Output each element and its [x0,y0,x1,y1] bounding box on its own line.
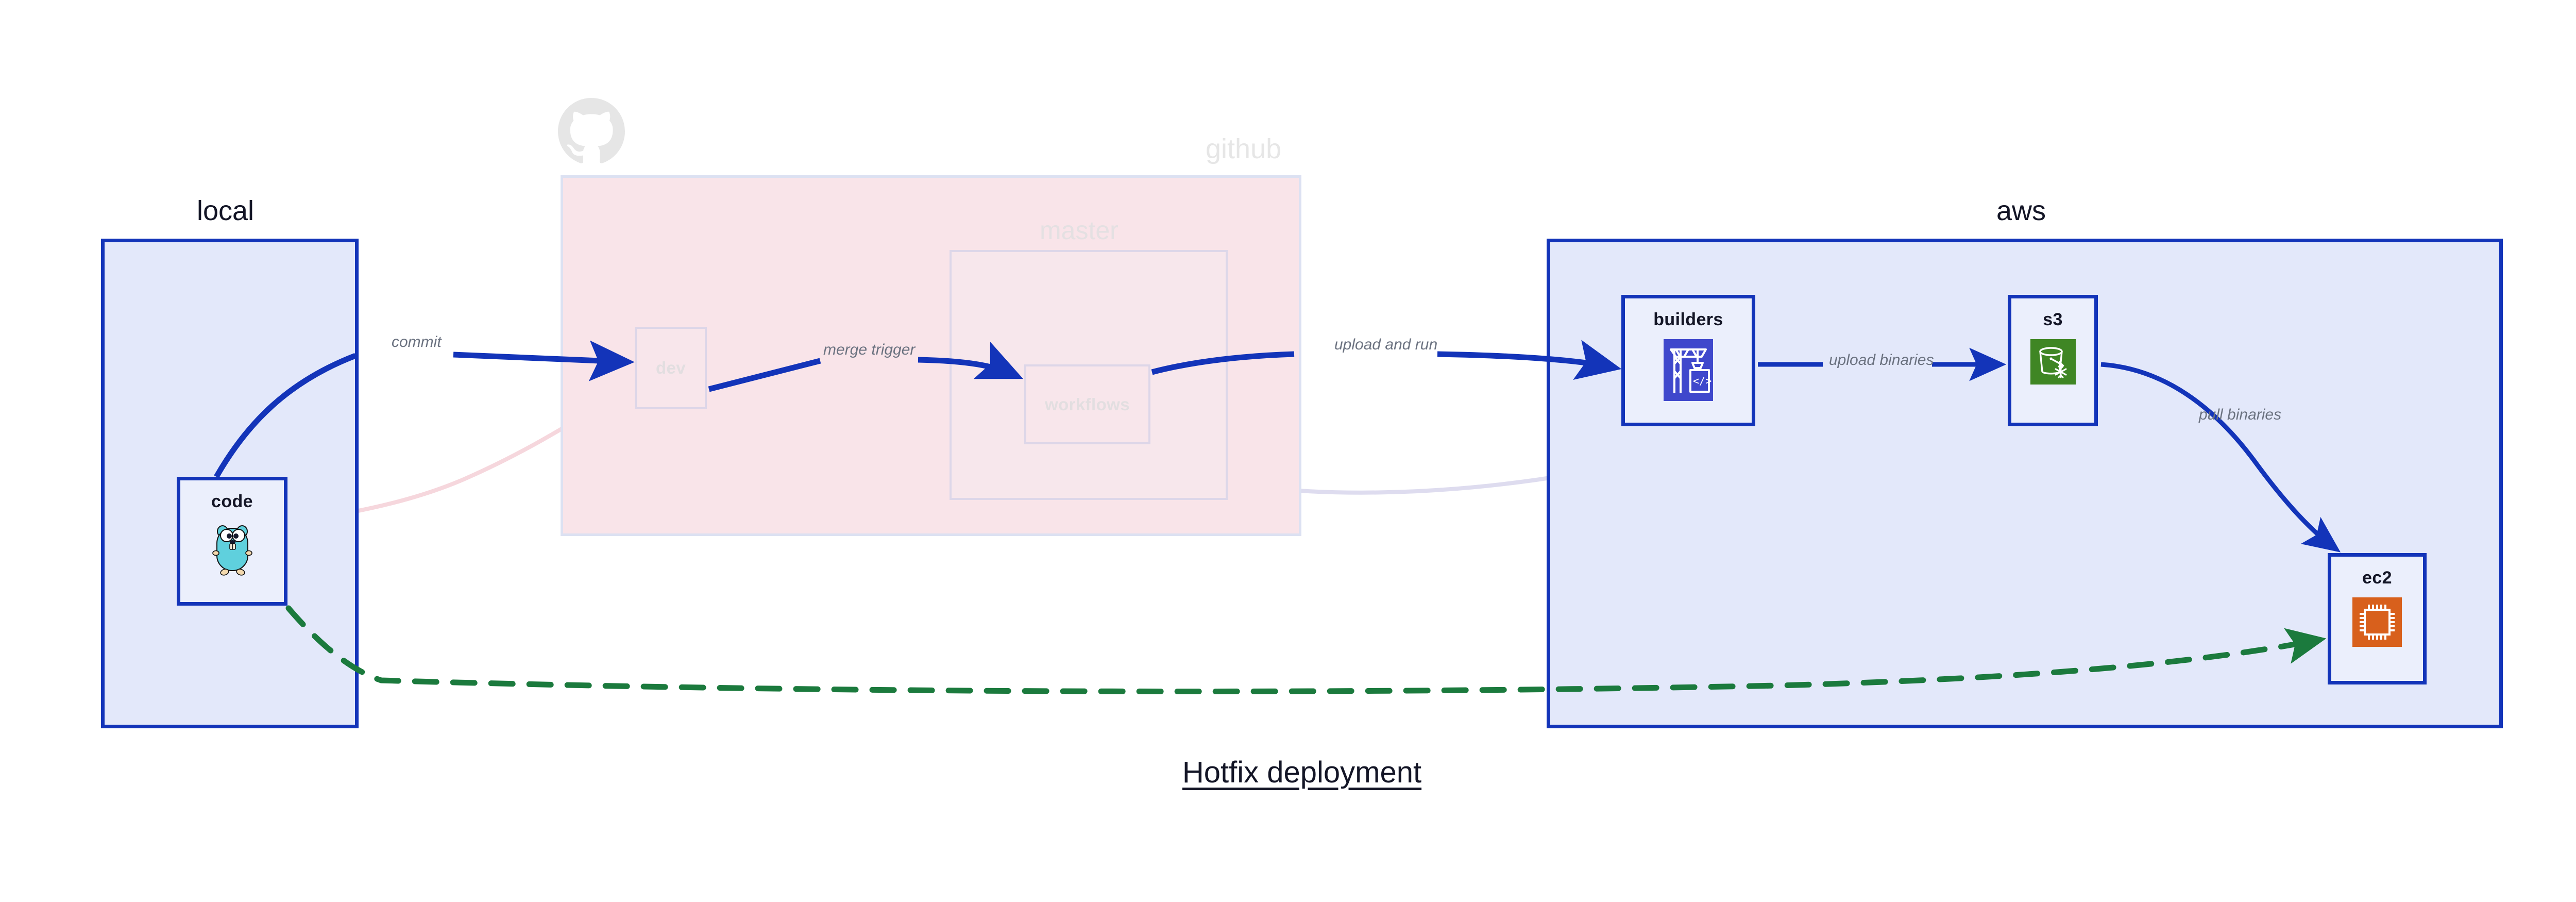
svg-text:</>: </> [1693,375,1711,387]
go-gopher-icon [212,525,252,576]
cluster-local-label: local [197,195,255,226]
node-code[interactable]: code [177,477,287,606]
edge-label-pull-binaries: pull binaries [2199,406,2282,423]
cluster-github-label: github [1206,133,1282,164]
node-ec2-label: ec2 [2362,568,2392,588]
node-workflows-label: workflows [1045,394,1130,414]
aws-s3-glacier-icon [2030,339,2076,385]
node-workflows[interactable]: workflows [1024,364,1150,444]
aws-codebuild-icon: </> [1664,339,1713,401]
edge-label-upload-and-run: upload and run [1334,336,1438,353]
node-s3[interactable]: s3 [2008,295,2098,426]
edge-label-commit: commit [392,333,442,350]
node-dev-label: dev [655,358,686,377]
subcluster-master-label: master [1040,216,1118,245]
cluster-aws-label: aws [1996,195,2046,226]
node-ec2[interactable]: ec2 [2328,553,2427,684]
node-builders-label: builders [1653,310,1723,329]
edge-label-upload-binaries: upload binaries [1829,352,1934,369]
node-dev[interactable]: dev [635,327,707,409]
node-builders[interactable]: builders </> [1621,295,1755,426]
diagram-title: Hotfix deployment [1182,756,1422,789]
github-logo-icon [558,98,625,163]
aws-ec2-chip-icon [2352,597,2402,647]
edge-label-merge-trigger: merge trigger [823,341,916,358]
node-s3-label: s3 [2043,310,2063,329]
node-code-label: code [211,492,253,511]
